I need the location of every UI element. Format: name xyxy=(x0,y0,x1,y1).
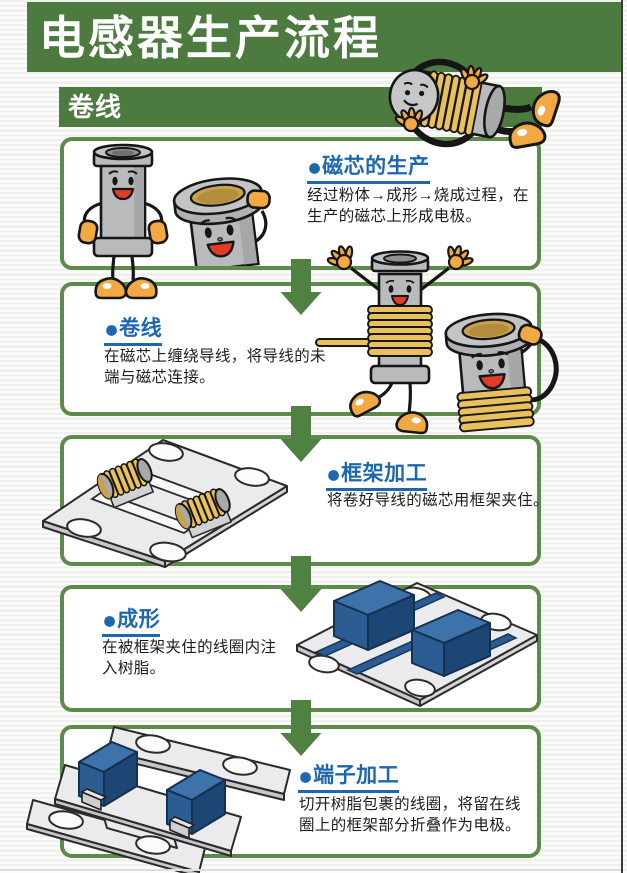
step-body-core-production: 经过粉体→成形→烧成过程，在 生产的磁芯上形成电极。 xyxy=(307,187,529,225)
step-body-winding: 在磁芯上缠绕导线，将导线的未 端与磁芯连接。 xyxy=(104,348,326,386)
step-heading-winding: ●卷线 xyxy=(104,315,163,346)
page-title: 电感器生产流程 xyxy=(39,12,382,64)
section-band: 卷线 xyxy=(59,87,542,127)
step-heading-frame-processing: ●框架加工 xyxy=(326,460,428,491)
step-heading-core-production: ●磁芯的生产 xyxy=(307,153,430,184)
bullet-icon: ● xyxy=(102,606,118,635)
page-bottom-edge xyxy=(0,869,621,871)
step-heading-terminal-processing: ●端子加工 xyxy=(298,762,400,793)
section-label: 卷线 xyxy=(68,92,123,122)
step-body-forming: 在被框架夹住的线圈内注 入树脂。 xyxy=(102,639,277,677)
step-heading-forming: ●成形 xyxy=(102,606,161,637)
page-edge-line xyxy=(621,0,623,873)
bullet-icon: ● xyxy=(326,460,342,489)
title-banner: 电感器生产流程 xyxy=(27,2,621,72)
bullet-icon: ● xyxy=(298,762,314,791)
bullet-icon: ● xyxy=(307,153,323,182)
bullet-icon: ● xyxy=(104,315,120,344)
step-body-terminal-processing: 切开树脂包裹的线圈，将留在线 圈上的框架部分折叠作为电极。 xyxy=(299,796,521,834)
step-body-frame-processing: 将卷好导线的磁芯用框架夹住。 xyxy=(327,492,549,509)
